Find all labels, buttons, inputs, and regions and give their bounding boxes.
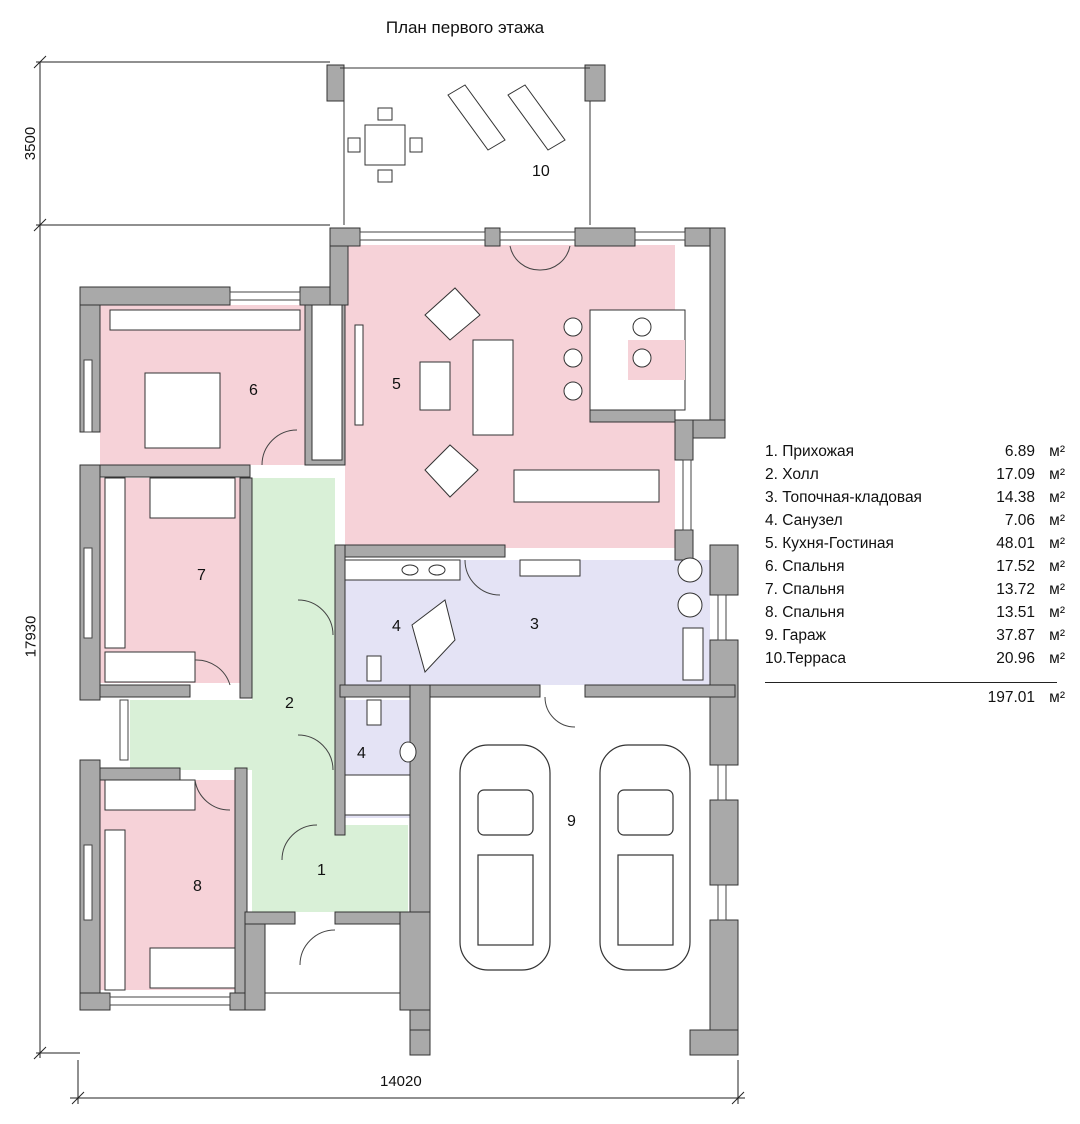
legend-room-name: 3. Топочная-кладовая: [765, 488, 922, 506]
room-label-9: 9: [567, 813, 576, 830]
room-label-8: 8: [193, 878, 202, 895]
legend-row: 2. Холл 17.09 м²: [765, 463, 1065, 486]
windows: [83, 231, 727, 1006]
dim-total-depth: 17930: [22, 615, 40, 658]
room-label-7: 7: [197, 567, 206, 584]
legend-room-area: 13.72: [996, 580, 1035, 598]
legend-room-name: 2. Холл: [765, 465, 819, 483]
legend-room-name: 9. Гараж: [765, 626, 826, 644]
legend-unit: м²: [1049, 626, 1065, 644]
legend-unit: м²: [1049, 649, 1065, 667]
bedroom-furniture: [104, 304, 343, 991]
legend-row: 7. Спальня 13.72 м²: [765, 578, 1065, 601]
legend-divider: [765, 682, 1057, 683]
legend-total-unit: м²: [1049, 689, 1065, 706]
plan-title: План первого этажа: [385, 18, 545, 37]
legend-row: 9. Гараж 37.87 м²: [765, 624, 1065, 647]
legend-room-area: 14.38: [996, 488, 1035, 506]
dim-total-width: 14020: [380, 1073, 422, 1090]
room-label-4b: 4: [357, 745, 366, 762]
legend-unit: м²: [1049, 580, 1065, 598]
living-furniture: [354, 287, 686, 503]
legend-row: 8. Спальня 13.51 м²: [765, 601, 1065, 624]
room-3-fill: [460, 560, 710, 685]
legend-room-name: 6. Спальня: [765, 557, 845, 575]
room-2-fill: [130, 478, 335, 912]
legend-unit: м²: [1049, 603, 1065, 621]
legend-room-name: 8. Спальня: [765, 603, 845, 621]
legend-room-area: 37.87: [996, 626, 1035, 644]
door-swings: [194, 245, 576, 966]
terrace-furniture: [347, 84, 566, 183]
legend-unit: м²: [1049, 511, 1065, 529]
legend-unit: м²: [1049, 557, 1065, 575]
room-label-6: 6: [249, 382, 258, 399]
legend-row: 3. Топочная-кладовая 14.38 м²: [765, 486, 1065, 509]
room-label-10: 10: [532, 163, 550, 180]
legend-row: 6. Спальня 17.52 м²: [765, 555, 1065, 578]
legend-room-area: 20.96: [996, 649, 1035, 667]
legend-unit: м²: [1049, 442, 1065, 460]
room-label-3: 3: [530, 616, 539, 633]
room-1-fill: [278, 825, 408, 912]
legend-room-area: 17.52: [996, 557, 1035, 575]
area-legend: 1. Прихожая 6.89 м² 2. Холл 17.09 м² 3. …: [765, 440, 1065, 707]
legend-room-name: 1. Прихожая: [765, 442, 855, 460]
legend-room-name: 4. Санузел: [765, 511, 843, 529]
legend-row: 10.Терраса 20.96 м²: [765, 647, 1065, 670]
legend-unit: м²: [1049, 534, 1065, 552]
legend-unit: м²: [1049, 488, 1065, 506]
legend-room-area: 48.01: [996, 534, 1035, 552]
dimension-lines: [33, 55, 745, 1105]
room-label-1: 1: [317, 862, 326, 879]
legend-total-area: 197.01: [987, 689, 1035, 706]
garage-cars: [459, 744, 691, 971]
room-label-5: 5: [392, 376, 401, 393]
room-label-2: 2: [285, 695, 294, 712]
legend-room-area: 13.51: [996, 603, 1035, 621]
legend-row: 1. Прихожая 6.89 м²: [765, 440, 1065, 463]
legend-room-area: 7.06: [1004, 511, 1035, 529]
legend-room-area: 17.09: [996, 465, 1035, 483]
walls: [79, 64, 739, 1056]
legend-room-name: 5. Кухня-Гостиная: [765, 534, 894, 552]
legend-room-area: 6.89: [1004, 442, 1035, 460]
room-label-4a: 4: [392, 618, 401, 635]
dim-terrace-depth: 3500: [22, 126, 40, 161]
legend-unit: м²: [1049, 465, 1065, 483]
bathroom-fixtures: [344, 557, 704, 816]
legend-room-name: 10.Терраса: [765, 649, 846, 667]
legend-row: 4. Санузел 7.06 м²: [765, 509, 1065, 532]
terrace-outline: [265, 67, 591, 994]
legend-total-row: 197.01 м²: [765, 689, 1065, 707]
legend-room-name: 7. Спальня: [765, 580, 845, 598]
legend-total-spacer: [765, 689, 975, 707]
legend-row: 5. Кухня-Гостиная 48.01 м²: [765, 532, 1065, 555]
